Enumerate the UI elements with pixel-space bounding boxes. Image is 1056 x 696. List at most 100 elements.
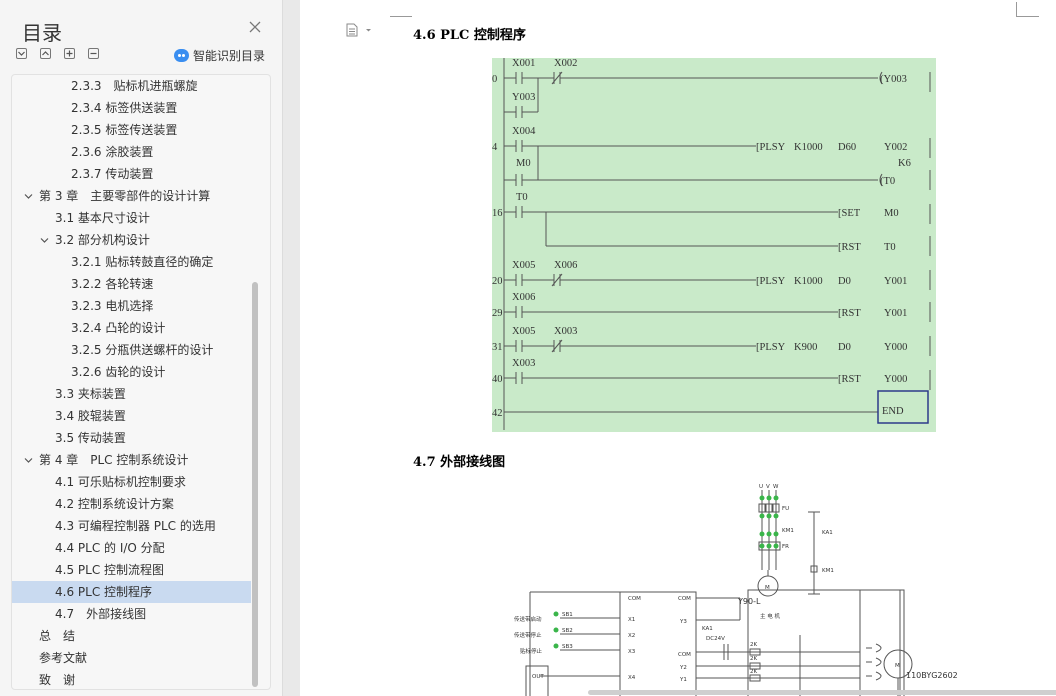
toc-item[interactable]: 3.2.4 凸轮的设计 <box>12 317 251 339</box>
wiring-label: X3 <box>628 649 636 655</box>
toc-item[interactable]: 4.4 PLC 的 I/O 分配 <box>12 537 251 559</box>
toc-item-label: 3.2.5 分瓶供送螺杆的设计 <box>71 343 214 357</box>
toc-item-label: 2.3.4 标签供送装置 <box>71 101 178 115</box>
wiring-label: KM1 <box>782 528 794 534</box>
toc-item[interactable]: 3.2.1 贴标转鼓直径的确定 <box>12 251 251 273</box>
toc-item-label: 3.2.6 齿轮的设计 <box>71 365 166 379</box>
wiring-label: SB1 <box>562 612 573 618</box>
remove-heading-icon[interactable] <box>88 48 99 59</box>
toc-item-label: 2.3.3 贴标机进瓶螺旋 <box>71 79 198 93</box>
wiring-label: X4 <box>628 675 636 681</box>
wiring-label: SB2 <box>562 628 573 634</box>
ladder-label: Y001 <box>884 308 907 319</box>
toc-item[interactable]: 4.3 可编程控制器 PLC 的选用 <box>12 515 251 537</box>
toc-item[interactable]: 4.7 外部接线图 <box>12 603 251 625</box>
wiring-label: DC24V <box>706 636 725 642</box>
ladder-label: 42 <box>492 408 503 419</box>
section-heading: 4.7 外部接线图 <box>413 455 506 470</box>
ladder-label: Y003 <box>512 92 535 103</box>
toc-item[interactable]: 3.2.5 分瓶供送螺杆的设计 <box>12 339 251 361</box>
toc-item[interactable]: 第 4 章 PLC 控制系统设计 <box>12 449 251 471</box>
wiring-label: 贴标停止 <box>520 647 543 655</box>
toc-item[interactable]: 4.1 可乐贴标机控制要求 <box>12 471 251 493</box>
ladder-label: END <box>882 406 904 417</box>
toc-item-label: 3.2 部分机构设计 <box>55 233 150 247</box>
collapse-all-icon[interactable] <box>40 48 51 59</box>
toc-item-label: 总 结 <box>39 629 76 643</box>
toc-item[interactable]: 2.3.4 标签供送装置 <box>12 97 251 119</box>
wiring-label: Y3 <box>679 619 687 625</box>
toc-item-label: 3.1 基本尺寸设计 <box>55 211 150 225</box>
wiring-label: KA1 <box>702 626 713 632</box>
toc-item-label: 2.3.7 传动装置 <box>71 167 154 181</box>
ladder-label: X005 <box>512 326 535 337</box>
toc-item-label: 4.6 PLC 控制程序 <box>55 585 153 599</box>
chevron-down-icon[interactable] <box>40 236 49 245</box>
expand-all-icon[interactable] <box>16 48 27 59</box>
chevron-down-icon[interactable] <box>24 192 33 201</box>
ladder-label: Y000 <box>884 342 907 353</box>
close-icon[interactable] <box>248 20 262 34</box>
ladder-label: K900 <box>794 342 817 353</box>
toc-item[interactable]: 3.5 传动装置 <box>12 427 251 449</box>
toc-item-label: 4.7 外部接线图 <box>55 607 147 621</box>
smart-toc-button[interactable]: 智能识别目录 <box>174 47 265 64</box>
toc-item[interactable]: 4.6 PLC 控制程序 <box>12 581 251 603</box>
toc-item[interactable]: 3.1 基本尺寸设计 <box>12 207 251 229</box>
toc-item[interactable]: 2.3.7 传动装置 <box>12 163 251 185</box>
ladder-label: Y002 <box>884 142 907 153</box>
wiring-label: Y1 <box>679 677 687 683</box>
wiring-svg: U V W FU KM1 FR KA1 KM1 M 主 电 机 COM X1 X… <box>514 484 958 696</box>
wiring-label: 主 电 机 <box>760 612 780 620</box>
ladder-label: M0 <box>516 158 531 169</box>
toc-title: 目录 <box>22 21 62 45</box>
toc-item[interactable]: 总 结 <box>12 625 251 647</box>
toc-item[interactable]: 4.2 控制系统设计方案 <box>12 493 251 515</box>
toc-item[interactable]: 2.3.3 贴标机进瓶螺旋 <box>12 75 251 97</box>
ladder-label: X003 <box>512 358 535 369</box>
chevron-down-icon[interactable] <box>24 456 33 465</box>
wiring-label: 传送带启动 <box>514 615 542 623</box>
wiring-label: COM <box>678 652 691 658</box>
page-options-icon[interactable] <box>346 23 374 37</box>
add-heading-icon[interactable] <box>64 48 75 59</box>
toc-item-label: 3.2.4 凸轮的设计 <box>71 321 166 335</box>
wiring-label: M <box>765 585 770 591</box>
ladder-label: X006 <box>554 260 577 271</box>
wiring-label: 2K <box>750 669 757 675</box>
toc-item[interactable]: 参考文献 <box>12 647 251 669</box>
wiring-label: W <box>773 484 779 490</box>
ladder-label: D0 <box>838 276 851 287</box>
toc-item-label: 3.2.2 各轮转速 <box>71 277 154 291</box>
wiring-label: COM <box>678 596 691 602</box>
ladder-label: Y001 <box>884 276 907 287</box>
toc-item[interactable]: 3.2.6 齿轮的设计 <box>12 361 251 383</box>
ladder-label: D60 <box>838 142 856 153</box>
toc-item[interactable]: 3.2.2 各轮转速 <box>12 273 251 295</box>
ladder-label: [RST <box>838 374 861 385</box>
ladder-label: K6 <box>898 158 911 169</box>
toc-item[interactable]: 致 谢 <box>12 669 251 689</box>
ladder-label: [PLSY <box>756 342 786 353</box>
toc-item-label: 3.2.3 电机选择 <box>71 299 154 313</box>
ladder-label: [RST <box>838 242 861 253</box>
toc-item[interactable]: 3.2 部分机构设计 <box>12 229 251 251</box>
toc-item[interactable]: 3.3 夹标装置 <box>12 383 251 405</box>
wiring-label: KA1 <box>822 530 833 536</box>
ladder-label: 31 <box>492 342 503 353</box>
ladder-label: M0 <box>884 208 899 219</box>
toc-item[interactable]: 3.2.3 电机选择 <box>12 295 251 317</box>
horizontal-scrollbar[interactable] <box>588 690 1056 695</box>
toc-item[interactable]: 3.4 胶辊装置 <box>12 405 251 427</box>
toc-scrollbar[interactable] <box>252 282 258 687</box>
toc-item-label: 4.1 可乐贴标机控制要求 <box>55 475 186 489</box>
toc-item[interactable]: 2.3.5 标签传送装置 <box>12 119 251 141</box>
toc-item[interactable]: 4.5 PLC 控制流程图 <box>12 559 251 581</box>
ladder-label: [PLSY <box>756 142 786 153</box>
section-heading: 4.6 PLC 控制程序 <box>413 28 526 43</box>
toc-item[interactable]: 2.3.6 涂胶装置 <box>12 141 251 163</box>
toc-item[interactable]: 第 3 章 主要零部件的设计计算 <box>12 185 251 207</box>
ladder-label: X004 <box>512 126 536 137</box>
document-area: 4.6 PLC 控制程序 <box>284 0 1056 696</box>
